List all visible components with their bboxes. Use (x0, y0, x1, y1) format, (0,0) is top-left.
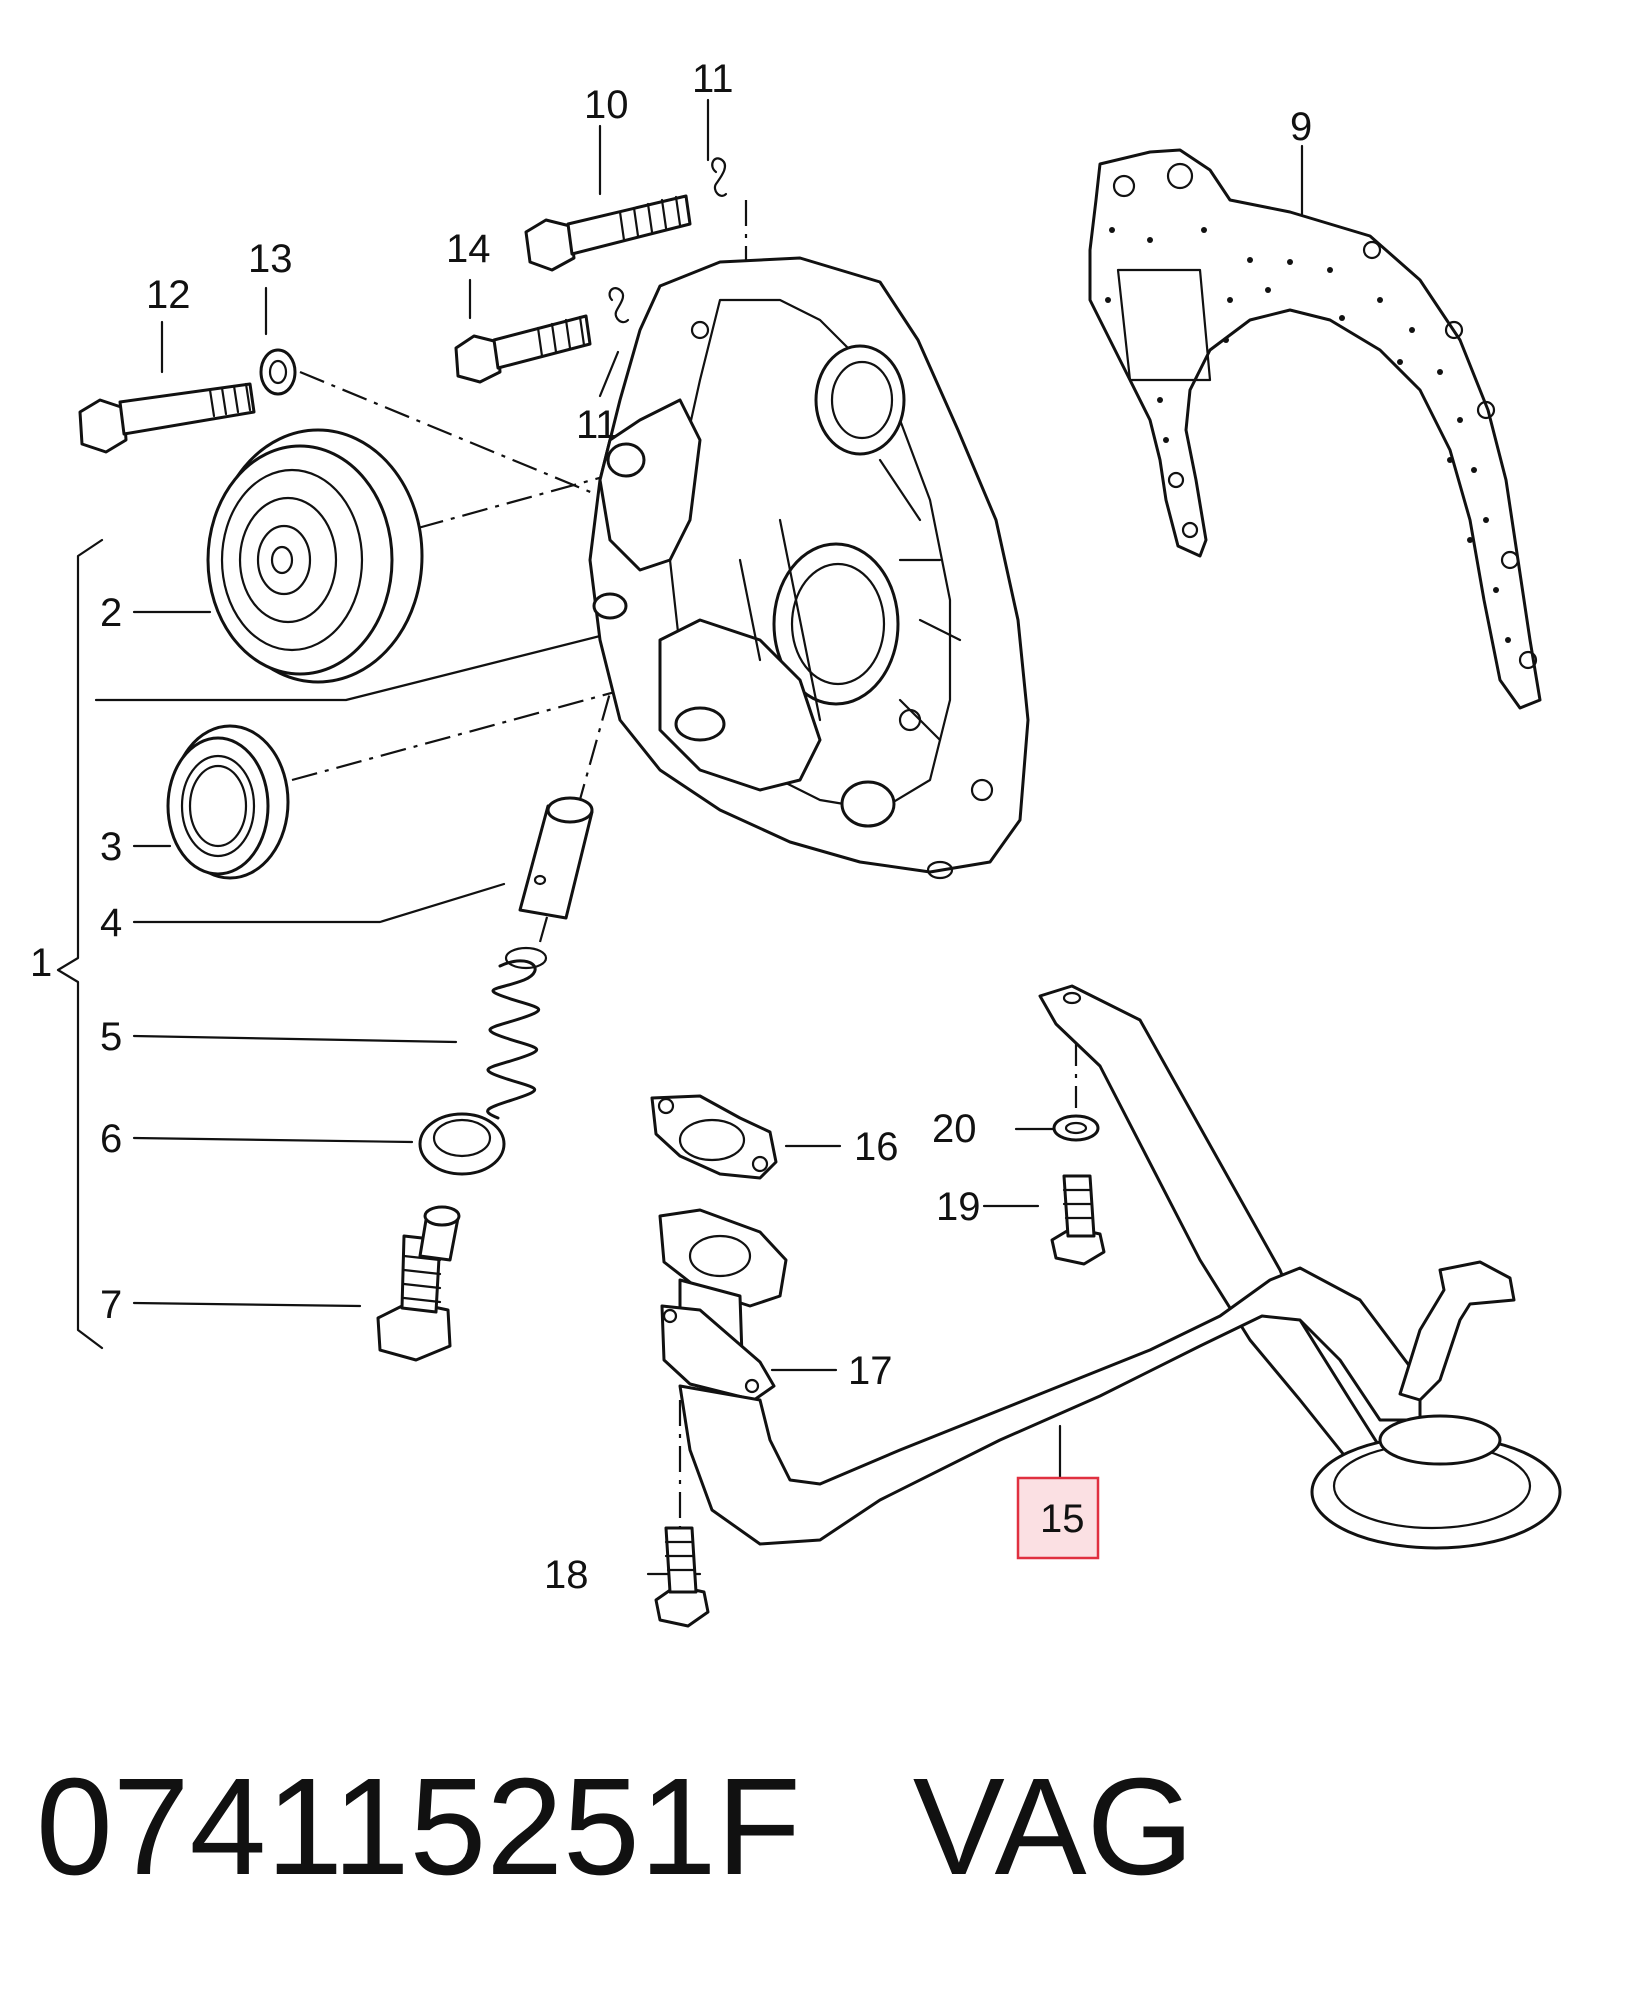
caption: 074115251F VAG (36, 1752, 1194, 1902)
spring-5 (486, 946, 548, 1120)
oil-pickup-pipe-15 (658, 1208, 1562, 1550)
label-12: 12 (146, 273, 191, 317)
seal-3 (166, 724, 290, 880)
label-11-mid: 11 (576, 403, 618, 447)
label-3: 3 (100, 825, 122, 869)
label-11-top: 11 (692, 57, 734, 101)
label-10: 10 (584, 83, 629, 127)
bolt-19 (1050, 1174, 1106, 1266)
label-5: 5 (100, 1015, 122, 1059)
lock-washer-11-mid (608, 287, 630, 324)
label-16: 16 (854, 1125, 899, 1169)
part-number: 074115251F (36, 1750, 801, 1904)
label-13: 13 (248, 237, 293, 281)
gasket-16 (650, 1094, 778, 1180)
flange-housing (588, 256, 1030, 880)
label-9: 9 (1290, 105, 1312, 149)
label-7: 7 (100, 1283, 122, 1327)
label-2: 2 (100, 591, 122, 635)
label-4: 4 (100, 901, 122, 945)
gasket-9-dots (1105, 227, 1511, 643)
part-labels: 1 2 3 4 5 6 7 9 10 11 11 12 13 14 15 16 … (30, 57, 1312, 1597)
washer-13 (259, 348, 297, 396)
label-6: 6 (100, 1117, 122, 1161)
pulley-2 (206, 428, 424, 684)
label-1: 1 (30, 941, 52, 985)
bolt-14 (454, 314, 592, 384)
plug-7 (376, 1205, 461, 1362)
label-14: 14 (446, 227, 491, 271)
plunger-4 (518, 796, 594, 920)
ring-6 (418, 1112, 506, 1176)
highlight-box-15 (1016, 1476, 1100, 1560)
lock-washer-11-top (711, 157, 728, 197)
bolt-10 (524, 194, 692, 272)
bolt-18 (654, 1526, 710, 1628)
label-15: 15 (1040, 1497, 1085, 1541)
label-19: 19 (936, 1185, 981, 1229)
washer-20 (1052, 1114, 1100, 1142)
label-18: 18 (544, 1553, 589, 1597)
gasket-9 (1088, 148, 1542, 710)
bolt-12 (78, 382, 256, 454)
label-20: 20 (932, 1107, 977, 1151)
brand-name: VAG (912, 1750, 1194, 1904)
label-17: 17 (848, 1349, 893, 1393)
exploded-parts-diagram: 1 2 3 4 5 6 7 9 10 11 11 12 13 14 15 16 … (30, 57, 1562, 1628)
